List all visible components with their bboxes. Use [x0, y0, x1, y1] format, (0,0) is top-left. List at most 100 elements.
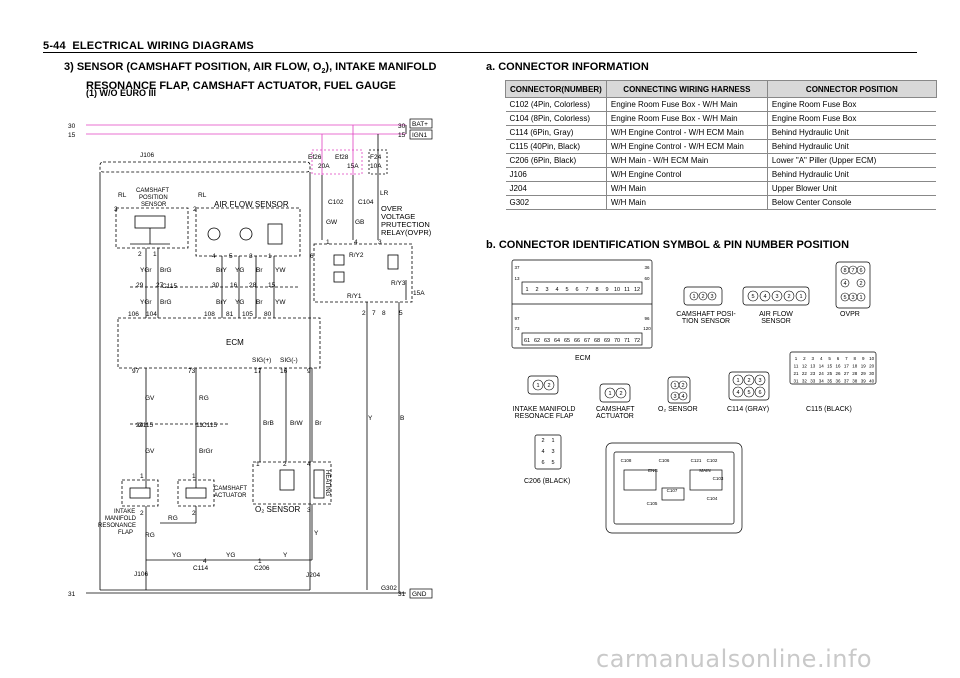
ovpr-pin-2: 2	[859, 281, 862, 287]
c102-label: C102	[328, 199, 344, 206]
wire-yg-c: YG	[172, 552, 181, 559]
table-row: C104 (8Pin, Colorless)Engine Room Fuse B…	[505, 111, 937, 126]
ecm-pin-63: 63	[544, 338, 550, 344]
cell: Engine Room Fuse Box - W/H Main	[605, 97, 768, 112]
pin-af-3: 3	[249, 253, 253, 260]
sig-plus-label: SIG(+)	[252, 357, 271, 364]
fusebox-label-C105: C105	[647, 501, 658, 506]
ovpr-pin	[840, 278, 850, 288]
wire-rl-b: RL	[198, 192, 207, 199]
wire-brg-a: BrG	[160, 267, 172, 274]
c115-pin-3: 3	[812, 356, 815, 361]
c115-pin-18: 18	[852, 364, 858, 369]
wire-brg-b: BrG	[160, 299, 172, 306]
cell: Lower "A" Piller (Upper ECM)	[766, 153, 937, 168]
pin-af-4: 4	[212, 253, 216, 260]
table-row: C114 (6Pin, Gray)W/H Engine Control - W/…	[505, 125, 937, 140]
ecm-pin-6: 6	[575, 287, 578, 293]
connector-info-title: a. CONNECTOR INFORMATION	[486, 61, 649, 73]
fusebox-label-C121: C121	[691, 458, 702, 463]
wire-br-c: Br	[315, 420, 322, 427]
c114-pin-3: 3	[758, 378, 761, 384]
intake-label-line2: RESONACE FLAP	[514, 413, 574, 420]
c115-label-c: C115	[202, 422, 217, 429]
wire-brb: BrB	[263, 420, 274, 427]
bat-label: BAT+	[412, 121, 428, 128]
cell: Behind Hydraulic Unit	[766, 125, 937, 140]
o2-pin-1: 1	[673, 383, 676, 389]
gnd-label: GND	[412, 591, 427, 598]
ecm-pin-65: 65	[564, 338, 570, 344]
wire-gw: GW	[326, 219, 338, 226]
pin-c115-27: 27	[156, 282, 164, 289]
air-flow-pin-2: 2	[787, 294, 790, 300]
rail30-right-label: 30	[398, 123, 406, 130]
ovpr-pin-5: 5	[843, 295, 846, 301]
c115-pin-23: 23	[810, 371, 816, 376]
wire-ygr-a: YGr	[140, 267, 152, 274]
cam-pos-pin-1: 1	[692, 294, 695, 300]
pin-o2-4: 4	[307, 461, 311, 468]
air-flow-connector-label: AIR FLOW SENSOR	[748, 311, 804, 325]
wire-yg-d: YG	[226, 552, 235, 559]
cam-pos-label-1: CAMSHAFT POSI-	[676, 311, 736, 318]
header-rule	[43, 52, 917, 53]
ecm-pin-11: 11	[624, 287, 630, 293]
pin-ecm-106: 106	[128, 311, 139, 318]
ecm-pin-69: 69	[604, 338, 610, 344]
c115-label-b: C115	[138, 422, 153, 429]
pin-ovpr-8: 8	[382, 310, 386, 317]
c114-pin	[754, 374, 766, 386]
wire-br-a: Br	[256, 267, 263, 274]
ovpr-pin-1: 1	[859, 295, 862, 301]
wire-b: B	[400, 415, 404, 422]
pin-ecm-16: 16	[280, 368, 288, 375]
cell: W/H Main	[605, 195, 768, 210]
c206-pin-1: 1	[551, 438, 554, 444]
intake-label-4: FLAP	[118, 530, 133, 536]
ecm-pin-5: 5	[565, 287, 568, 293]
c115-pin-10: 10	[869, 356, 875, 361]
pin-ovpr-4: 4	[354, 239, 358, 246]
pin-ovpr-2: 2	[362, 310, 366, 317]
o2-pin-4: 4	[681, 394, 684, 400]
wire-bry-a: BrY	[216, 267, 228, 274]
fuse-ef28-name: Ef28	[335, 154, 349, 161]
c115-pin-31: 31	[793, 379, 799, 384]
intake-label-1: INTAKE	[114, 509, 135, 515]
wire-brw: BrW	[290, 420, 304, 427]
c115-pin-6: 6	[837, 356, 840, 361]
page-header-title: ELECTRICAL WIRING DIAGRAMS	[72, 40, 254, 52]
section-title-line1: 3) SENSOR (CAMSHAFT POSITION, AIR FLOW, …	[64, 61, 322, 73]
ovpr-pin	[856, 292, 866, 302]
c115-pin-38: 38	[852, 379, 858, 384]
cam-act-pin-1: 1	[608, 391, 611, 397]
pin-ovpr-6: 6	[310, 253, 314, 260]
ecm-side-60: 60	[644, 276, 650, 281]
wire-gv-a: GV	[145, 395, 155, 402]
o2-sensor-label: O₂ SENSOR	[255, 505, 301, 514]
c115-pin-9: 9	[862, 356, 865, 361]
wire-y-a: Y	[368, 415, 373, 422]
pin-af-2: 2	[193, 206, 197, 213]
pin-cam-1: 1	[153, 251, 157, 258]
c114-pin-1: 1	[736, 378, 739, 384]
c114-label: C114	[193, 565, 208, 572]
air-flow-pin	[747, 290, 759, 302]
cell: J106	[505, 167, 607, 182]
air-flow-pin	[795, 290, 807, 302]
cell: W/H Engine Control - W/H ECM Main	[605, 125, 768, 140]
wire-rg-c: RG	[145, 532, 155, 539]
pin-ecm-105: 105	[242, 311, 253, 318]
cam-pos-pin	[707, 291, 717, 301]
section-title: 3) SENSOR (CAMSHAFT POSITION, AIR FLOW, …	[64, 60, 436, 93]
cam-act-pin	[615, 387, 627, 399]
ovpr-pin	[856, 278, 866, 288]
c206-pin-2: 2	[541, 438, 544, 444]
pin-ecm-73: 73	[188, 368, 196, 375]
wire-rg-b: RG	[168, 515, 178, 522]
o2-pin-2: 2	[681, 383, 684, 389]
c206-pin-5: 5	[551, 460, 554, 466]
